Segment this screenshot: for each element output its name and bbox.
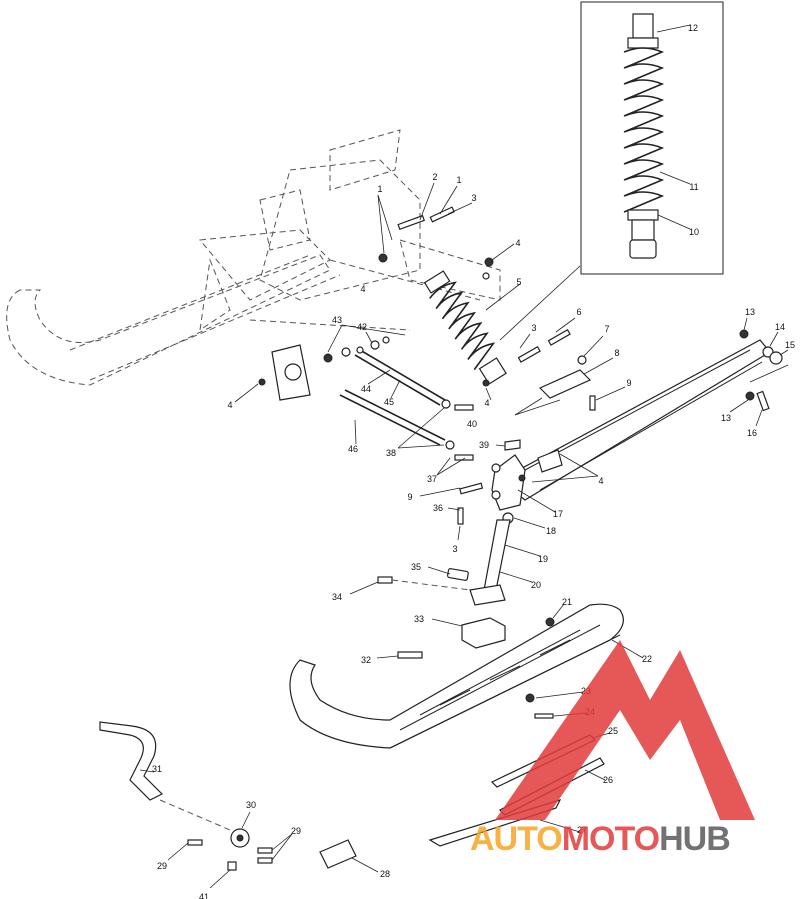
callout-38: 38: [386, 448, 396, 458]
callout-4: 4: [227, 400, 232, 410]
callout-37: 37: [427, 474, 437, 484]
callout-39: 39: [479, 440, 489, 450]
callout-41: 41: [199, 892, 209, 899]
callout-29: 29: [157, 861, 167, 871]
callout-44: 44: [361, 384, 371, 394]
callout-13: 13: [721, 413, 731, 423]
callout-16: 16: [747, 428, 757, 438]
ski-bolt: [397, 651, 423, 659]
arm-pins: [234, 324, 561, 476]
ski-loop-handle: [99, 721, 231, 831]
callout-35: 35: [411, 562, 421, 572]
callout-43: 43: [332, 315, 342, 325]
callout-3: 3: [531, 323, 536, 333]
watermark-text-hub: HUB: [659, 820, 730, 858]
callout-34: 34: [332, 592, 342, 602]
callout-26: 26: [603, 775, 613, 785]
callout-28: 28: [380, 869, 390, 879]
callout-3: 3: [471, 193, 476, 203]
callout-4: 4: [360, 284, 365, 294]
callout-17: 17: [553, 509, 563, 519]
callout-4: 4: [515, 238, 520, 248]
front-ski: [289, 603, 644, 749]
callout-3: 3: [452, 544, 457, 554]
callout-46: 46: [348, 444, 358, 454]
spindle-housing: [491, 449, 599, 513]
callout-1: 1: [456, 175, 461, 185]
center-hardware: [482, 317, 626, 411]
callout-7: 7: [604, 324, 609, 334]
callout-31: 31: [152, 764, 162, 774]
shock-detail-inset: [580, 1, 724, 275]
ski-spindle: [469, 519, 541, 606]
callout-10: 10: [689, 227, 699, 237]
callout-29: 29: [291, 826, 301, 836]
callout-22: 22: [642, 654, 652, 664]
shock-absorber: [423, 265, 581, 385]
watermark-text-moto: MOTO: [562, 820, 660, 858]
callout-33: 33: [414, 614, 424, 624]
watermark-logo-mark: [495, 640, 755, 820]
callout-27: 27: [577, 825, 587, 835]
callout-15: 15: [785, 340, 795, 350]
callout-25: 25: [608, 726, 618, 736]
callout-42: 42: [357, 322, 367, 332]
wear-bar-nut: [525, 693, 535, 703]
callout-30: 30: [246, 800, 256, 810]
callout-1: 1: [377, 184, 382, 194]
watermark-text-auto: AUTO: [470, 820, 562, 858]
upper-mount-hardware: [377, 182, 515, 280]
ski-saddle: [431, 617, 506, 649]
callout-9: 9: [407, 492, 412, 502]
callout-6: 6: [576, 307, 581, 317]
ski-loop-bracket: [167, 811, 293, 889]
callout-2: 2: [432, 172, 437, 182]
trailing-arm: [498, 317, 789, 501]
callout-13: 13: [745, 307, 755, 317]
spindle-bolt: [349, 566, 471, 595]
callout-18: 18: [546, 526, 556, 536]
automotohub-watermark: AUTOMOTOHUB: [470, 640, 755, 858]
callout-5: 5: [516, 277, 521, 287]
callout-8: 8: [614, 348, 619, 358]
callout-4: 4: [484, 398, 489, 408]
svg-text:AUTOMOTOHUB: AUTOMOTOHUB: [470, 820, 730, 858]
callout-20: 20: [531, 580, 541, 590]
left-ski-outline: [6, 254, 341, 386]
callout-12: 12: [688, 23, 698, 33]
callout-21: 21: [562, 597, 572, 607]
callout-40: 40: [467, 419, 477, 429]
callout-32: 32: [361, 655, 371, 665]
ski-nut: [545, 617, 555, 627]
callout-36: 36: [433, 503, 443, 513]
callout-19: 19: [538, 554, 548, 564]
callout-45: 45: [384, 397, 394, 407]
callout-14: 14: [775, 322, 785, 332]
frame-outline: [199, 129, 501, 332]
callout-9: 9: [626, 378, 631, 388]
ski-pad: [319, 839, 357, 869]
callout-4: 4: [598, 476, 603, 486]
callout-11: 11: [689, 182, 698, 192]
